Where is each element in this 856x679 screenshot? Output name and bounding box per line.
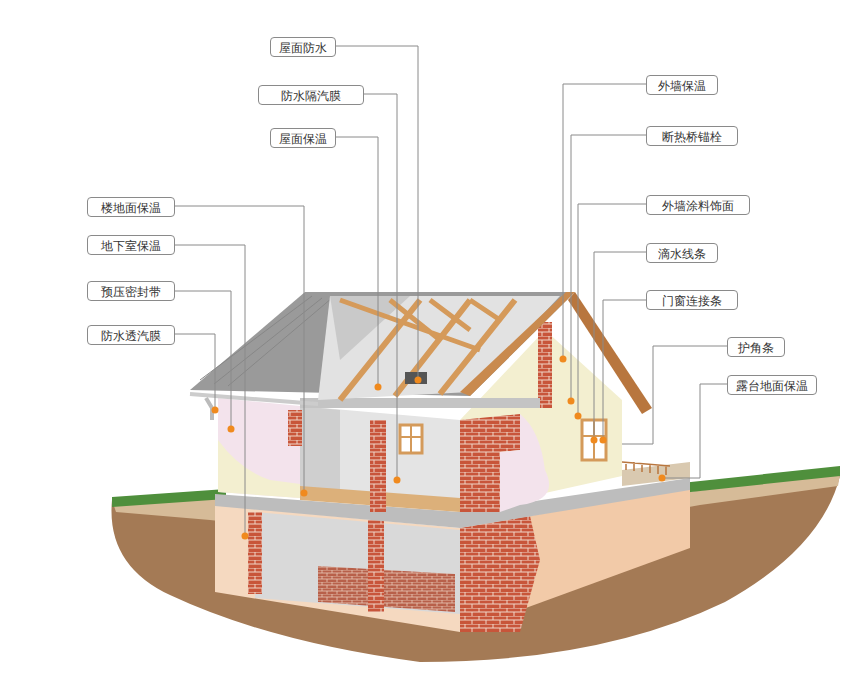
terrace <box>622 462 690 486</box>
brick-column <box>370 420 386 512</box>
brick-column <box>248 512 262 594</box>
attic <box>318 296 560 400</box>
callout-label: 外墙涂料饰面 <box>646 195 750 215</box>
callout-label: 断热桥锚栓 <box>646 126 738 146</box>
callout-label: 屋面保温 <box>270 128 336 148</box>
railing <box>622 462 670 475</box>
rafters <box>340 300 515 400</box>
callout-label: 露台地面保温 <box>727 375 817 395</box>
label-text: 外墙保温 <box>658 77 706 95</box>
downpipe <box>206 398 212 420</box>
brick-column <box>368 520 384 612</box>
callout-label: 预压密封带 <box>87 281 175 301</box>
basement-floor <box>318 566 455 612</box>
callout-dots <box>212 356 666 540</box>
label-text: 露台地面保温 <box>736 377 808 395</box>
fascia <box>568 292 652 414</box>
wall-insulation <box>218 398 300 498</box>
callout-label: 屋面防水 <box>270 37 336 57</box>
label-text: 断热桥锚栓 <box>662 128 722 146</box>
label-text: 防水透汽膜 <box>101 327 161 345</box>
callout-label: 外墙保温 <box>646 75 718 95</box>
label-text: 滴水线条 <box>658 245 706 263</box>
callout-label: 地下室保温 <box>87 235 175 255</box>
callout-label: 滴水线条 <box>646 243 718 263</box>
brick-column <box>288 410 302 446</box>
label-text: 预压密封带 <box>101 283 161 301</box>
basement-room <box>255 512 460 614</box>
callout-label: 防水隔汽膜 <box>258 85 364 105</box>
brick-column <box>538 322 552 408</box>
label-text: 门窗连接条 <box>662 292 722 310</box>
callout-label: 护角条 <box>727 337 785 357</box>
label-text: 防水隔汽膜 <box>281 87 341 105</box>
grass <box>112 489 226 507</box>
grass <box>672 466 840 494</box>
callout-label: 门窗连接条 <box>646 290 738 310</box>
fascia <box>460 292 575 396</box>
wall-insulation <box>500 414 549 512</box>
label-text: 屋面保温 <box>279 130 327 148</box>
leader-lines <box>175 46 727 534</box>
callout-label: 楼地面保温 <box>87 197 175 217</box>
label-text: 外墙涂料饰面 <box>662 197 734 215</box>
rafters <box>340 300 500 350</box>
label-text: 楼地面保温 <box>101 199 161 217</box>
room <box>300 406 460 512</box>
brick-wall <box>460 516 540 632</box>
roof-hatch <box>405 372 427 384</box>
label-text: 护角条 <box>738 339 774 357</box>
window <box>400 425 422 453</box>
label-text: 地下室保温 <box>101 237 161 255</box>
callout-label: 防水透汽膜 <box>87 325 175 345</box>
wall-finish <box>218 440 300 498</box>
label-text: 屋面防水 <box>279 39 327 57</box>
floor-slab <box>300 398 540 408</box>
